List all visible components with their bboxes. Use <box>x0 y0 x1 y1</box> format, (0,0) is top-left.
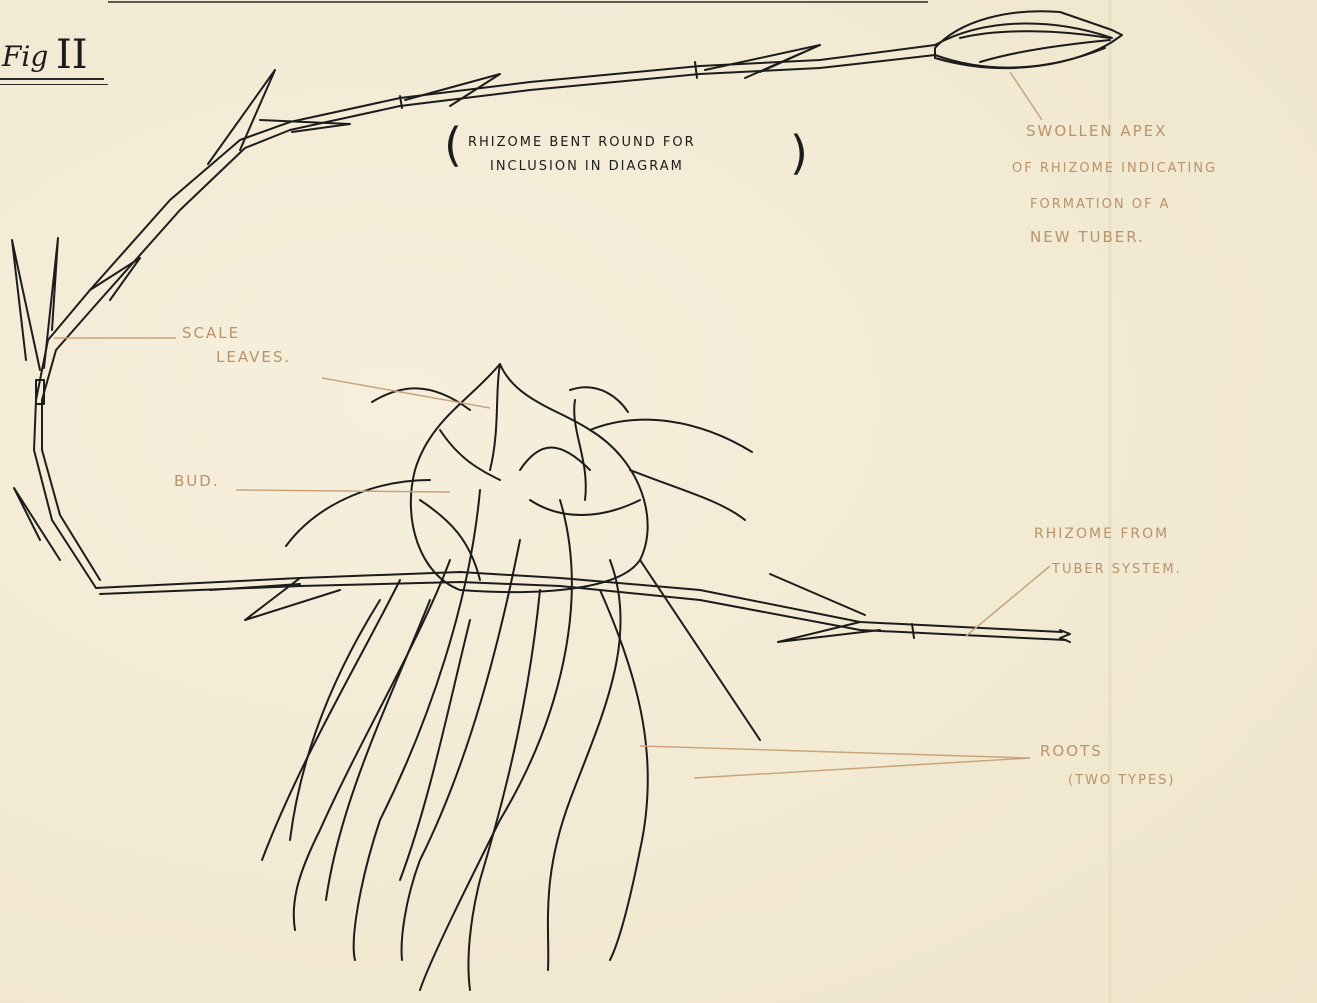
leader-roots-1 <box>640 746 1030 758</box>
fine-root <box>400 620 470 880</box>
fine-root <box>468 590 540 990</box>
scale-leaf <box>208 70 275 164</box>
fine-root <box>372 388 470 410</box>
scale-leaf <box>12 240 40 370</box>
apex-bulb <box>935 11 1122 68</box>
leader-roots-2 <box>694 758 1030 778</box>
leader-scale-tuber <box>322 378 490 408</box>
label-scale-2: Leaves. <box>216 350 291 365</box>
label-rhizome-2: Tuber system. <box>1052 563 1182 576</box>
label-apex-3: formation of a <box>1030 198 1170 211</box>
label-roots-1: Roots <box>1040 744 1103 759</box>
label-apex-4: New Tuber. <box>1030 230 1145 245</box>
thick-root <box>548 560 621 970</box>
fine-root <box>290 600 380 840</box>
label-apex-2: of Rhizome indicating <box>1012 162 1217 175</box>
scale-leaf <box>405 74 500 106</box>
leader-bud <box>236 490 450 492</box>
fine-root <box>286 480 430 546</box>
fine-root <box>590 420 752 452</box>
note-close-paren: ) <box>790 130 808 176</box>
fine-root <box>570 387 628 412</box>
label-roots-2: (Two Types) <box>1068 774 1176 787</box>
note-line-2: inclusion in Diagram <box>490 160 684 173</box>
tuber-body <box>411 364 648 592</box>
label-bud: Bud. <box>174 474 220 489</box>
note-line-1: Rhizome bent round for <box>468 136 696 149</box>
leader-rhizome <box>966 566 1050 636</box>
scale-leaf <box>44 238 58 368</box>
top-rhizome <box>34 23 1112 588</box>
top-rhizome-edge <box>42 48 1105 580</box>
label-rhizome-1: Rhizome from <box>1034 527 1169 541</box>
label-scale-1: Scale <box>182 326 240 341</box>
leader-apex <box>1010 72 1042 120</box>
fine-root <box>326 600 430 900</box>
bottom-rhizome <box>96 572 1062 632</box>
label-apex-1: Swollen Apex <box>1026 124 1167 139</box>
bottom-rhizome-edge <box>100 582 1066 640</box>
scale-leaf <box>14 488 60 560</box>
fine-root <box>640 560 760 740</box>
thick-root <box>294 560 450 930</box>
fine-root <box>600 590 648 960</box>
note-open-paren: ( <box>444 122 462 168</box>
thick-root <box>354 490 480 960</box>
